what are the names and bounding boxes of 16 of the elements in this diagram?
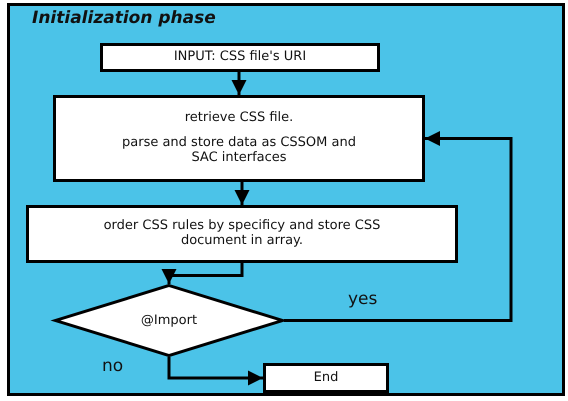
node-text: INPUT: CSS file's URI — [174, 50, 306, 65]
process-box — [263, 363, 389, 393]
node-text: @Import — [140, 313, 198, 328]
arrow — [284, 131, 512, 322]
arrow — [162, 263, 244, 284]
node-text: order CSS rules by specificy and store CSS document in array. — [102, 219, 382, 249]
arrow — [234, 182, 250, 205]
process-box — [53, 95, 425, 182]
node-text: retrieve CSS file. — [184, 111, 294, 126]
process-box — [26, 205, 458, 263]
arrow — [168, 357, 263, 386]
node-text: End — [314, 370, 338, 386]
process-box — [100, 43, 380, 72]
panel-title: Initialization phase — [32, 8, 216, 28]
node-text: parse and store data as CSSOM and SAC interfaces — [121, 136, 357, 166]
arrow — [232, 72, 246, 95]
